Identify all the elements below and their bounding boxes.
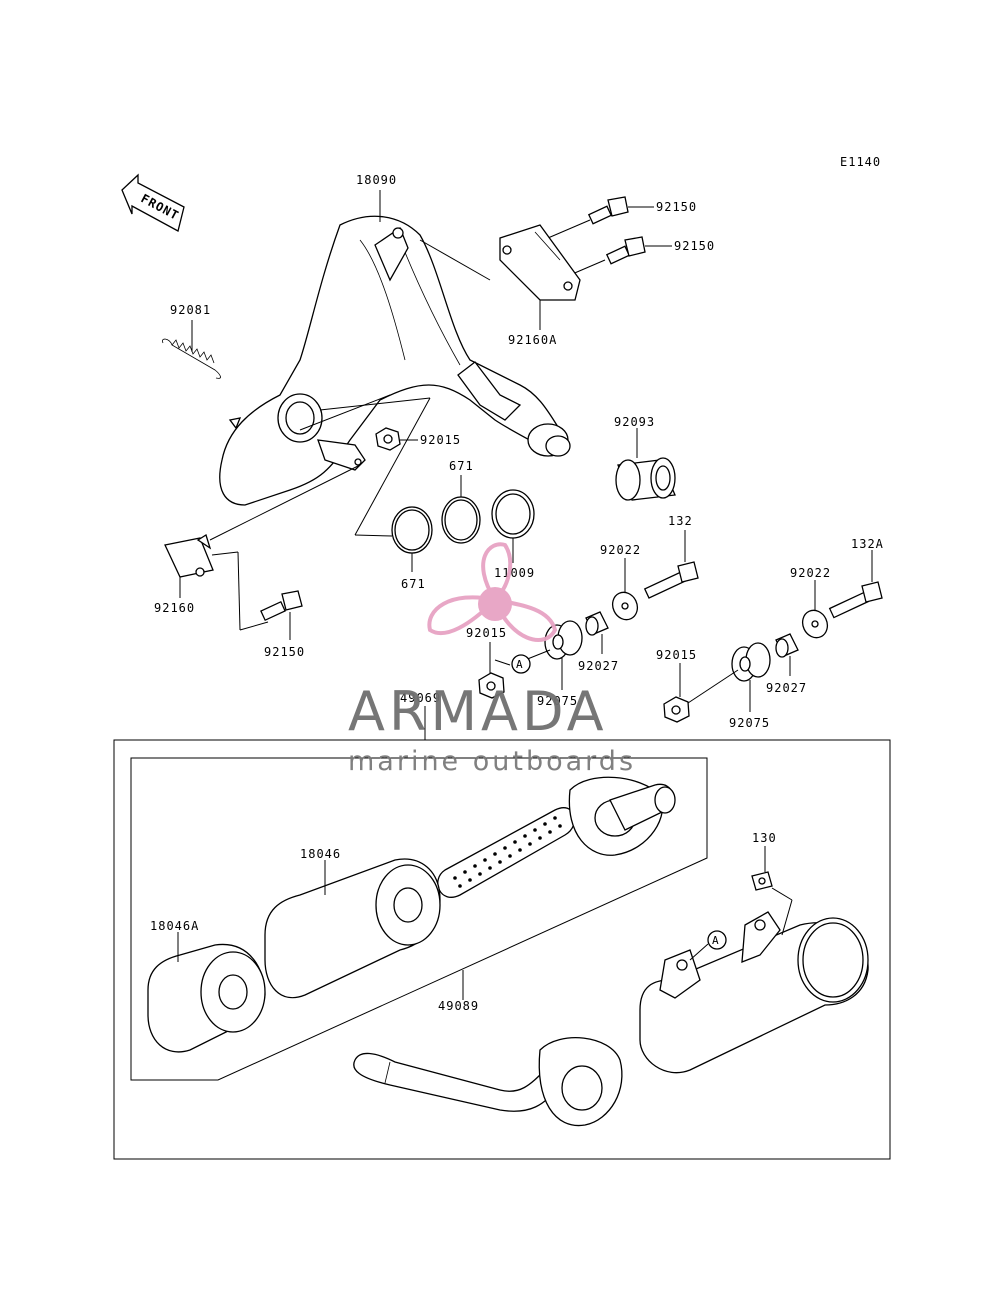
- silencer-inner-box: [130, 757, 708, 1081]
- label-18090: 18090: [356, 173, 397, 187]
- watermark-subtitle: marine outboards: [348, 746, 636, 777]
- armada-watermark: ARMADA marine outboards: [348, 542, 636, 777]
- oring-671-b: [441, 496, 481, 544]
- silencer-end-pipe: [353, 1037, 623, 1127]
- label-49069: 49069: [400, 691, 441, 705]
- washer-92022-right: [801, 609, 829, 639]
- label-92150-top-2: 92150: [674, 239, 715, 253]
- label-92075-mid: 92075: [537, 694, 578, 708]
- silencer-assembly-box: [113, 739, 891, 1160]
- collar-92027-mid: [585, 611, 609, 636]
- bracket-92160: [164, 534, 214, 578]
- label-671-a: 671: [401, 577, 426, 591]
- label-92150-lower: 92150: [264, 645, 305, 659]
- bracket-92160A: [499, 224, 581, 301]
- packing-18046A: [147, 943, 266, 1053]
- nut-92015-upper: [375, 427, 401, 451]
- collar-92027-right: [775, 633, 799, 658]
- diagram-code: E1140: [840, 155, 881, 169]
- callout-a-upper-letter: A: [516, 658, 524, 671]
- packing-18046: [264, 858, 441, 999]
- propeller-logo-icon: [427, 542, 558, 642]
- damper-92075-right: [731, 642, 771, 682]
- perforated-pipe: [437, 776, 676, 898]
- label-130: 130: [752, 831, 777, 845]
- bolt-92150-top-2: [605, 236, 646, 265]
- label-92150-top-1: 92150: [656, 200, 697, 214]
- spring-92081: [162, 338, 221, 379]
- label-671-b: 671: [449, 459, 474, 473]
- label-92160: 92160: [154, 601, 195, 615]
- damper-92075-mid: [544, 620, 583, 660]
- label-18046A: 18046A: [150, 919, 199, 933]
- label-132: 132: [668, 514, 693, 528]
- bolt-92150-lower: [260, 590, 303, 622]
- label-92093: 92093: [614, 415, 655, 429]
- grommet-92093: [615, 457, 676, 501]
- callout-a-upper: [511, 654, 531, 674]
- bolt-130: [751, 871, 773, 891]
- bolt-92150-top-1: [587, 196, 629, 225]
- label-92027-mid: 92027: [578, 659, 619, 673]
- callout-a-lower: [707, 930, 727, 950]
- label-92075-right: 92075: [729, 716, 770, 730]
- front-arrow-icon: FRONT: [121, 173, 185, 232]
- silencer-outer-shell: [639, 911, 869, 1074]
- nut-92015-right: [663, 696, 690, 723]
- oring-671-a: [391, 506, 433, 554]
- label-11009: 11009: [494, 566, 535, 580]
- label-92015-right: 92015: [656, 648, 697, 662]
- bolt-132: [643, 561, 699, 599]
- label-132A: 132A: [851, 537, 884, 551]
- label-92160A: 92160A: [508, 333, 557, 347]
- gasket-11009: [491, 489, 535, 539]
- callout-a-lower-letter: A: [712, 934, 720, 947]
- nut-92015-mid: [478, 672, 505, 699]
- washer-92022-mid: [611, 591, 639, 621]
- label-18046: 18046: [300, 847, 341, 861]
- bolt-132A: [828, 581, 883, 619]
- watermark-title: ARMADA: [348, 680, 608, 743]
- label-92022-right: 92022: [790, 566, 831, 580]
- muffler-18090: [219, 215, 571, 506]
- label-92015-mid: 92015: [466, 626, 507, 640]
- label-92022-mid: 92022: [600, 543, 641, 557]
- label-92027-right: 92027: [766, 681, 807, 695]
- label-92081: 92081: [170, 303, 211, 317]
- label-92015-upper: 92015: [420, 433, 461, 447]
- label-49089: 49089: [438, 999, 479, 1013]
